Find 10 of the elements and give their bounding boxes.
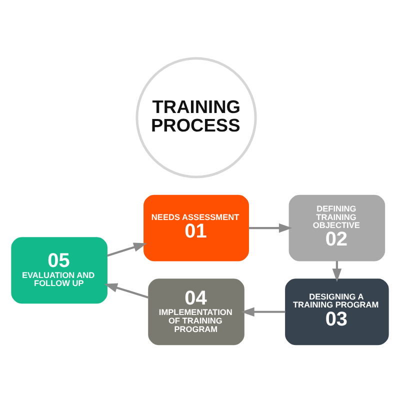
arrow bbox=[241, 307, 286, 317]
node-box: DESIGNING A TRAINING PROGRAM 03 bbox=[285, 278, 389, 346]
arrow bbox=[106, 242, 147, 257]
arrow bbox=[104, 283, 149, 298]
node-circle: TRAINING PROCESS bbox=[136, 57, 257, 178]
node-box: NEEDS ASSESSMENT 01 bbox=[144, 194, 249, 262]
node-box: 04 IMPLEMENTATION OF TRAINING PROGRAM bbox=[148, 278, 244, 346]
node-box: DEFINING TRAINING OBJECTIVE 02 bbox=[288, 194, 386, 262]
node-box: 05 EVALUATION AND FOLLOW UP bbox=[11, 237, 108, 304]
arrow bbox=[248, 223, 292, 233]
